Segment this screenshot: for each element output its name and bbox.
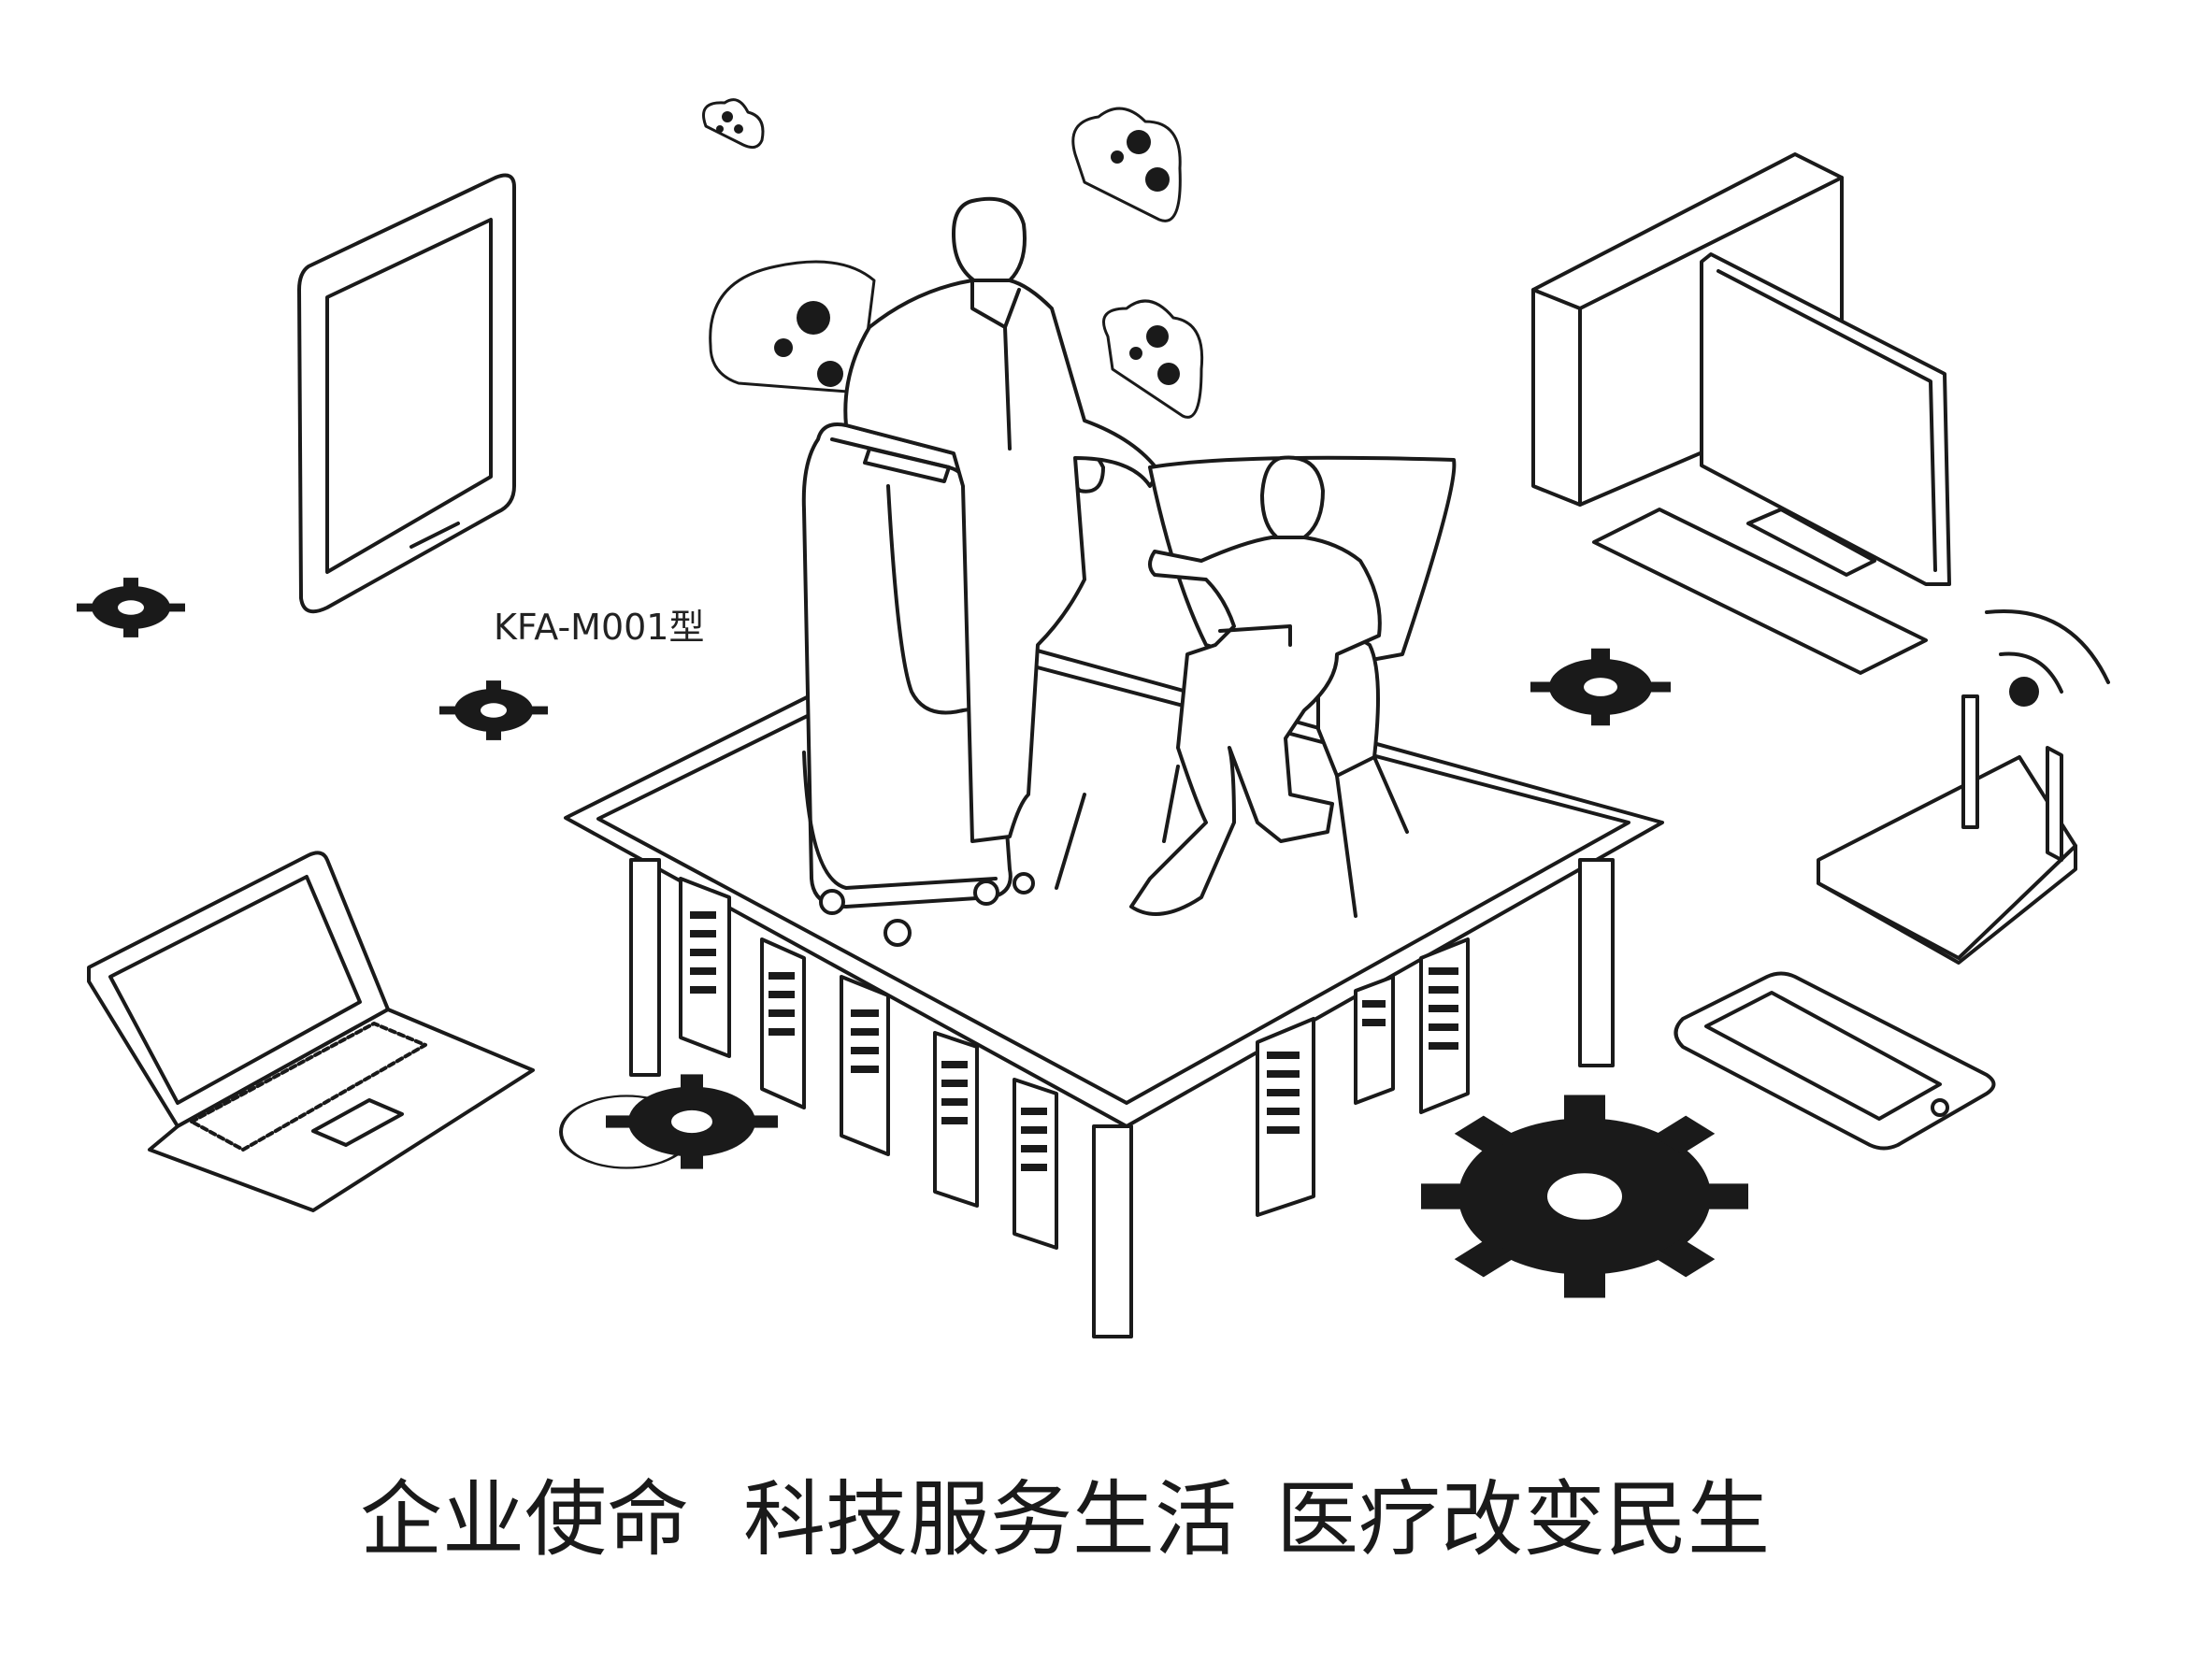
wifi-router-icon: [1817, 609, 2110, 965]
slogan-part-medical: 医疗改变民生: [1276, 1471, 1771, 1567]
patient-figure: [1129, 455, 1382, 916]
doctor-figure: [843, 196, 1161, 843]
slogan-part-mission: 企业使命: [360, 1471, 690, 1567]
slogan: 企业使命 科技服务生活 医疗改变民生: [0, 1453, 2212, 1567]
gear-icon: [77, 578, 1748, 1298]
cloud-share-icon: [702, 98, 1204, 419]
laptop-icon: [87, 851, 535, 1212]
model-label: KFA-M001型: [494, 607, 705, 648]
building-icon: [679, 877, 1470, 1250]
desktop-computer-icon: [1531, 152, 1951, 675]
tablet-icon: [297, 173, 516, 614]
smartphone-icon: [1673, 971, 1996, 1151]
slogan-part-technology: 科技服务生活: [743, 1471, 1238, 1567]
